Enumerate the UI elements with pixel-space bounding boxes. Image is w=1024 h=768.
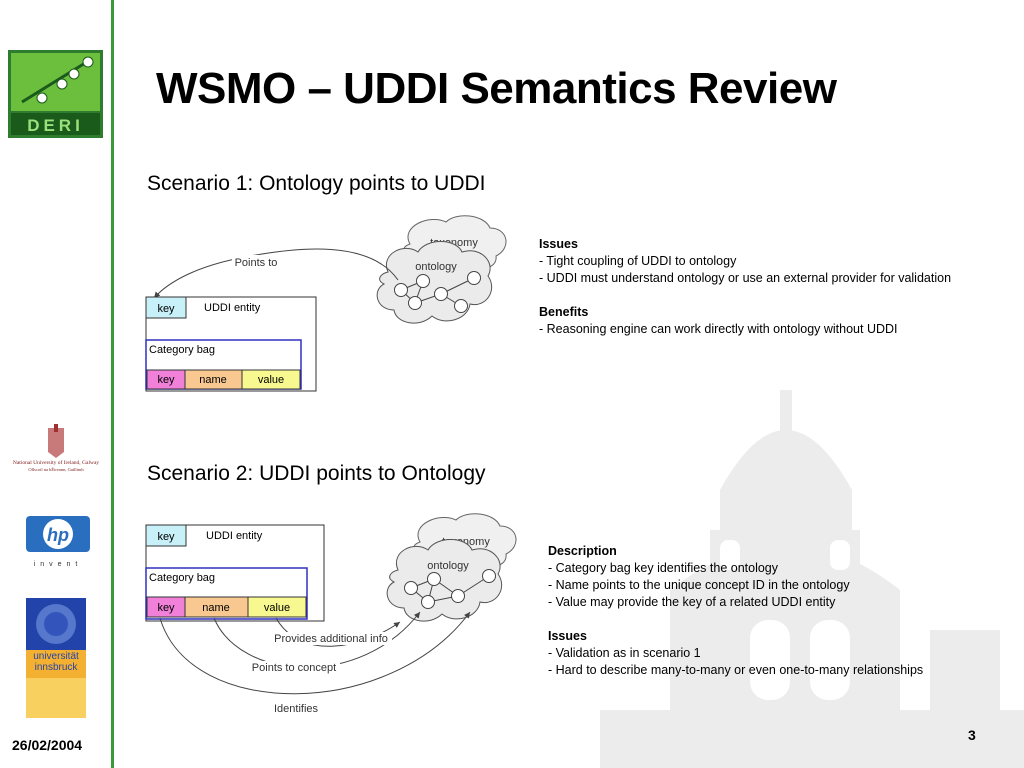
hp-logo-text: hp <box>47 525 69 545</box>
scenario2-heading: Scenario 2: UDDI points to Ontology <box>147 462 486 485</box>
building-watermark <box>600 390 1024 768</box>
nuig-logo-subtext: Ollscoil na hÉireann, Gaillimh <box>28 467 84 473</box>
points-to-concept-label: Points to concept <box>252 662 336 674</box>
scenario1-diagram: taxonomy ontology Points to key UDDI ent… <box>145 215 507 392</box>
category-bag-label: Category bag <box>149 344 215 356</box>
cb-name-label: name <box>199 374 227 386</box>
cb-value-label: value <box>264 602 290 614</box>
ontology-label: ontology <box>427 560 469 572</box>
slide-date: 26/02/2004 <box>12 737 83 753</box>
identifies-arrow <box>159 611 471 695</box>
hp-tagline: invent <box>34 561 83 568</box>
identifies-label: Identifies <box>274 703 319 715</box>
uddi-entity-label: UDDI entity <box>204 302 261 314</box>
description-heading: Description <box>548 544 617 558</box>
deri-logo: DERI <box>8 50 103 138</box>
points-to-label: Points to <box>235 257 278 269</box>
category-bag-label: Category bag <box>149 572 215 584</box>
hp-logo: hp invent <box>26 516 90 568</box>
sidebar-divider <box>111 0 114 768</box>
issue-item: - Hard to describe many-to-many or even … <box>548 663 924 677</box>
uddi-entity-label: UDDI entity <box>206 530 263 542</box>
cb-value-label: value <box>258 374 284 386</box>
scenario1-notes: Issues - Tight coupling of UDDI to ontol… <box>539 236 951 338</box>
issues-heading: Issues <box>548 629 587 643</box>
nuig-logo: National University of Ireland, Galway O… <box>13 424 100 473</box>
description-item: - Value may provide the key of a related… <box>548 595 836 609</box>
issue-item: - Validation as in scenario 1 <box>548 646 701 660</box>
scenario1-heading: Scenario 1: Ontology points to UDDI <box>147 172 486 195</box>
ontology-cloud <box>386 539 503 622</box>
issues-heading: Issues <box>539 237 578 251</box>
ibk-logo-text-2: innsbruck <box>35 662 79 673</box>
benefits-heading: Benefits <box>539 305 589 319</box>
ontology-label: ontology <box>415 261 457 273</box>
issue-item: - UDDI must understand ontology or use a… <box>539 271 952 285</box>
nuig-logo-text: National University of Ireland, Galway <box>13 459 100 466</box>
ibk-logo-text-1: universität <box>33 651 79 662</box>
uddi-key-label: key <box>157 303 175 315</box>
cb-name-label: name <box>202 602 230 614</box>
deri-logo-text: DERI <box>27 116 84 135</box>
description-item: - Name points to the unique concept ID i… <box>548 578 850 592</box>
page-number: 3 <box>968 727 976 743</box>
description-item: - Category bag key identifies the ontolo… <box>548 561 778 575</box>
innsbruck-logo: universität innsbruck <box>26 598 86 718</box>
slide-title: WSMO – UDDI Semantics Review <box>156 64 837 113</box>
provides-info-arrow <box>275 617 401 647</box>
cb-key-label: key <box>157 602 175 614</box>
issue-item: - Tight coupling of UDDI to ontology <box>539 254 737 268</box>
scenario2-notes: Description - Category bag key identifie… <box>548 543 923 679</box>
cb-key-label: key <box>157 374 175 386</box>
scenario2-diagram: taxonomy ontology key UDDI entity Catego… <box>145 513 517 715</box>
uddi-key-label: key <box>157 531 175 543</box>
benefit-item: - Reasoning engine can work directly wit… <box>539 322 898 336</box>
provides-info-label: Provides additional info <box>274 633 388 645</box>
